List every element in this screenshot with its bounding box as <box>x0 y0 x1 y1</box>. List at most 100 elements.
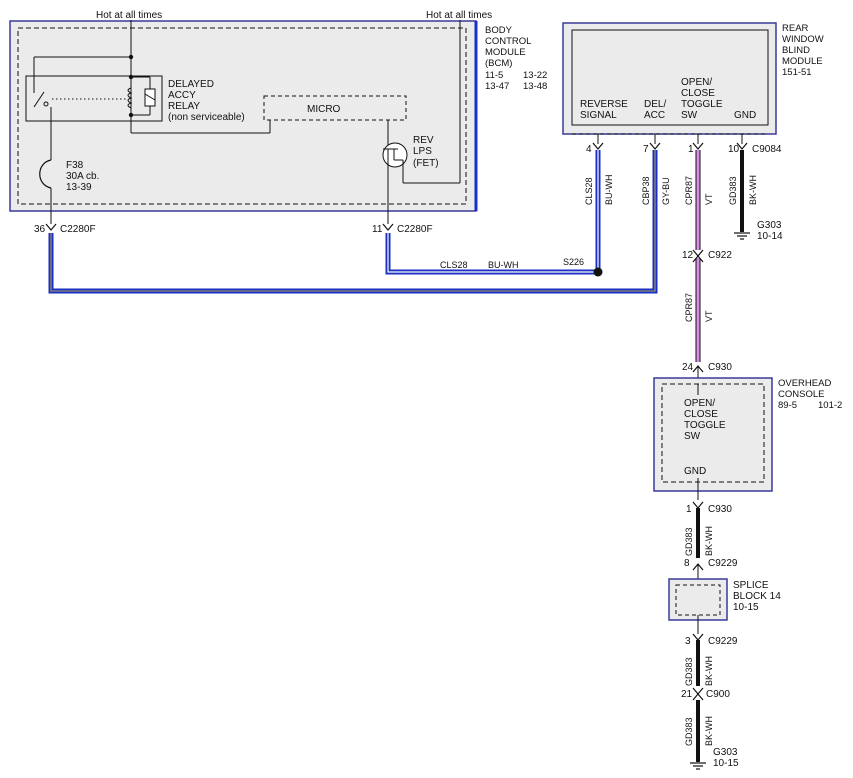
cbp38-vertical-color: GY-BU <box>661 177 671 205</box>
wire-cbp38 <box>48 150 658 294</box>
bcm-name-line-3: MODULE <box>485 47 526 58</box>
rear-blind-pin-4: 4 <box>586 144 592 155</box>
gd383-rear-circuit: GD383 <box>728 176 738 205</box>
delacc-line-2: ACC <box>644 110 665 121</box>
rear-gnd-label: GND <box>734 110 756 121</box>
ground-symbol-g303-rear <box>734 232 750 240</box>
overhead-toggle-line-3: TOGGLE <box>684 420 726 431</box>
c9229-bottom-connector <box>692 633 704 641</box>
bcm-pin-11: 11 <box>372 224 383 235</box>
wire-cls28 <box>385 150 601 275</box>
fuse-label-line-2: 30A cb. <box>66 171 99 182</box>
gd383-seg2-circuit: GD383 <box>684 657 694 686</box>
overhead-toggle-line-1: OPEN/ <box>684 398 715 409</box>
rear-toggle-line-1: OPEN/ <box>681 77 712 88</box>
splice-block-14 <box>668 578 728 634</box>
relay-label-line-3: RELAY <box>168 101 200 112</box>
cls28-circuit-label: CLS28 <box>440 260 468 270</box>
gd383-seg1-circuit: GD383 <box>684 527 694 556</box>
c2280f-left-connector <box>45 223 57 231</box>
overhead-ref-2: 101-2 <box>818 400 842 411</box>
rear-toggle-line-2: CLOSE <box>681 88 715 99</box>
fuse-label-line-3: 13-39 <box>66 182 92 193</box>
relay-label-line-2: ACCY <box>168 90 196 101</box>
rear-blind-pin-10: 10 <box>728 144 740 155</box>
c9229-bottom-pin: 3 <box>685 636 691 647</box>
c922-label: C922 <box>708 250 732 261</box>
ground-symbol-g303-bottom <box>690 762 706 770</box>
cls28-color-label: BU-WH <box>488 260 519 270</box>
cls28-vertical-color: BU-WH <box>604 175 614 206</box>
c900-pin: 21 <box>681 689 693 700</box>
overhead-name-line-2: CONSOLE <box>778 389 824 400</box>
bcm-module <box>9 20 478 212</box>
c930-bottom-label: C930 <box>708 504 732 515</box>
bottom-ground-ref: 10-15 <box>713 758 739 769</box>
gd383-seg1-color: BK-WH <box>704 526 714 556</box>
bcm-ref-4: 13-48 <box>523 81 547 92</box>
fuse-f38 <box>39 107 52 224</box>
splice-block-name-line-1: SPLICE <box>733 580 769 591</box>
relay-note: (non serviceable) <box>168 112 245 123</box>
gd383-seg3-circuit: GD383 <box>684 717 694 746</box>
rear-blind-name-line-2: WINDOW <box>782 34 824 45</box>
bcm-name-line-4: (BCM) <box>485 58 512 69</box>
bcm-pin-36: 36 <box>34 224 46 235</box>
c930-top-pin: 24 <box>682 362 694 373</box>
c922-pin: 12 <box>682 250 694 261</box>
c2280f-left-label: C2280F <box>60 224 96 235</box>
s226-label: S226 <box>563 257 584 267</box>
micro-label: MICRO <box>307 104 341 115</box>
overhead-toggle-line-2: CLOSE <box>684 409 718 420</box>
rear-window-blind-module <box>562 22 777 135</box>
c9229-top-label: C9229 <box>708 558 738 569</box>
splice-s226 <box>593 267 603 277</box>
fuse-label-line-1: F38 <box>66 160 84 171</box>
rear-blind-name-line-1: REAR <box>782 23 809 34</box>
gd383-seg2-color: BK-WH <box>704 656 714 686</box>
rear-blind-pin-1: 1 <box>688 144 694 155</box>
rear-blind-name-line-3: BLIND <box>782 45 810 56</box>
cbp38-vertical-circuit: CBP38 <box>641 176 651 205</box>
cpr87-upper-color: VT <box>704 193 714 205</box>
rev-lps-fet <box>382 30 461 184</box>
cls28-vertical-circuit: CLS28 <box>584 177 594 205</box>
hot-at-all-times-right: Hot at all times <box>426 10 492 21</box>
reverse-signal-line-1: REVERSE <box>580 99 628 110</box>
overhead-toggle-line-4: SW <box>684 431 701 442</box>
rear-blind-ref: 151-51 <box>782 67 812 78</box>
cpr87-upper-circuit: CPR87 <box>684 176 694 205</box>
overhead-console-module <box>653 377 773 500</box>
rear-blind-pin-7: 7 <box>643 144 649 155</box>
rear-toggle-line-3: TOGGLE <box>681 99 723 110</box>
c9084-connector <box>592 134 748 150</box>
cpr87-lower-circuit: CPR87 <box>684 293 694 322</box>
micro-box <box>263 95 407 121</box>
cpr87-lower-color: VT <box>704 310 714 322</box>
rear-ground-name: G303 <box>757 220 782 231</box>
reverse-signal-line-2: SIGNAL <box>580 110 617 121</box>
bcm-name-line-1: BODY <box>485 25 513 36</box>
overhead-gnd-label: GND <box>684 466 706 477</box>
bcm-ref-1: 11-5 <box>485 70 503 81</box>
delacc-line-1: DEL/ <box>644 99 666 110</box>
bcm-ref-2: 13-22 <box>523 70 547 81</box>
fet-label-line-3: (FET) <box>413 158 439 169</box>
splice-block-ref: 10-15 <box>733 602 759 613</box>
c930-top-label: C930 <box>708 362 732 373</box>
c930-bottom-connector <box>692 501 704 509</box>
overhead-name-line-1: OVERHEAD <box>778 378 831 389</box>
bcm-name-line-2: CONTROL <box>485 36 531 47</box>
c2280f-right-label: C2280F <box>397 224 433 235</box>
bcm-ref-3: 13-47 <box>485 81 509 92</box>
rear-toggle-line-4: SW <box>681 110 698 121</box>
fet-label-line-1: REV <box>413 135 434 146</box>
c9229-top-pin: 8 <box>684 558 690 569</box>
bcm-name: BODY CONTROL MODULE (BCM) 11-5 13-22 13-… <box>485 25 547 92</box>
gd383-seg3-color: BK-WH <box>704 716 714 746</box>
delayed-accy-relay <box>25 54 271 134</box>
fet-label-line-2: LPS <box>413 146 432 157</box>
c900-label: C900 <box>706 689 730 700</box>
c930-bottom-pin: 1 <box>686 504 692 515</box>
